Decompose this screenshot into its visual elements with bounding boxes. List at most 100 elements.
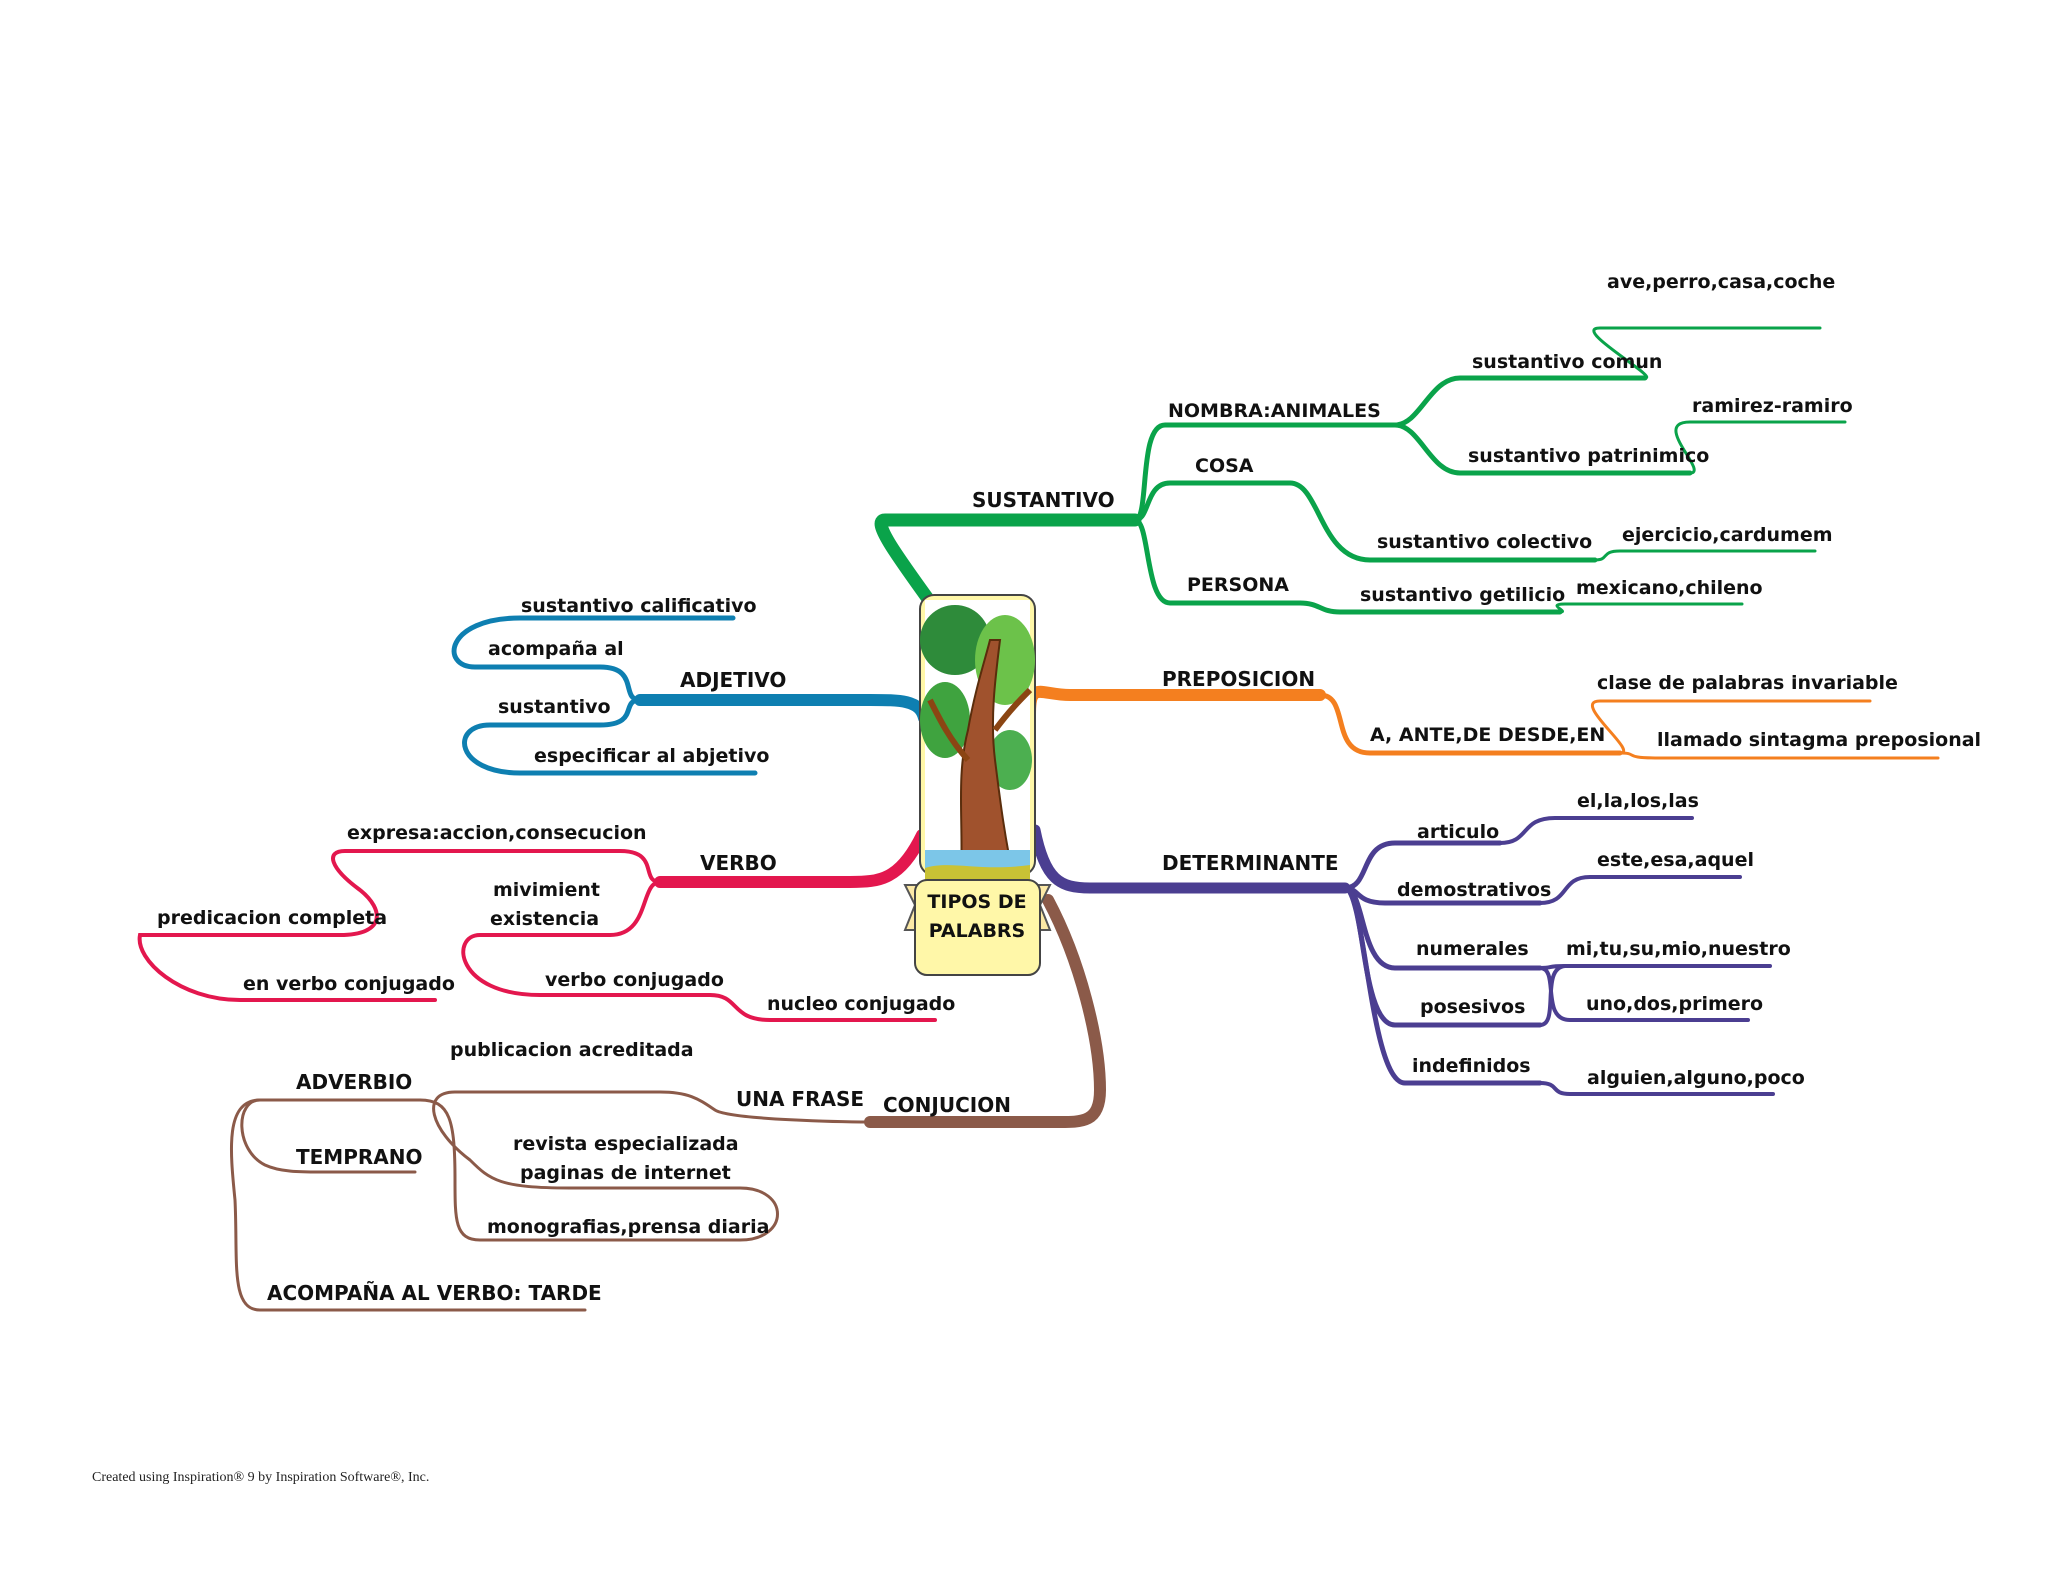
ground-grass bbox=[925, 865, 1030, 882]
link-preposicion-list bbox=[1317, 692, 1623, 756]
node-articulo: articulo bbox=[1417, 821, 1499, 843]
node-verbo-conjugado: verbo conjugado bbox=[545, 969, 724, 991]
link-getilicio-ex bbox=[1555, 602, 1744, 614]
link-sustantivo-cosa bbox=[1132, 480, 1293, 523]
link-frase-adverbio bbox=[229, 1098, 587, 1312]
node-especificar: especificar al abjetivo bbox=[534, 745, 769, 767]
node-demostrativos-example: este,esa,aquel bbox=[1597, 849, 1754, 871]
link-adjetivo-especificar bbox=[462, 697, 758, 776]
node-expresa: expresa:accion,consecucion bbox=[347, 822, 647, 844]
node-monografias: monografias,prensa diaria bbox=[487, 1216, 769, 1238]
node-verbo: VERBO bbox=[700, 851, 777, 875]
node-movimiento-line2: existencia bbox=[490, 908, 599, 930]
node-preposicion: PREPOSICION bbox=[1162, 667, 1315, 691]
node-adverbio: ADVERBIO bbox=[296, 1070, 412, 1094]
link-numerales-mi bbox=[1538, 964, 1772, 970]
link-list-clase bbox=[1590, 699, 1872, 755]
link-sustantivo-persona bbox=[1132, 517, 1303, 606]
node-persona: PERSONA bbox=[1187, 574, 1289, 596]
node-revista: revista especializada bbox=[513, 1133, 739, 1155]
link-comun-ex bbox=[1592, 326, 1822, 380]
node-demostrativos: demostrativos bbox=[1397, 879, 1551, 901]
node-sustantivo: SUSTANTIVO bbox=[972, 488, 1115, 512]
node-patrinimico-example: ramirez-ramiro bbox=[1692, 395, 1853, 417]
link-center-determinante bbox=[1029, 824, 1351, 894]
central-title-line1: TIPOS DE bbox=[927, 891, 1026, 913]
node-preposicion-sintagma: llamado sintagma preposional bbox=[1657, 729, 1981, 751]
tree-trunk bbox=[958, 639, 1017, 886]
node-posesivos: posesivos bbox=[1420, 996, 1525, 1018]
node-sustantivo-calificativo: sustantivo calificativo bbox=[521, 595, 757, 617]
node-cosa: COSA bbox=[1195, 455, 1254, 477]
node-nombra-animales: NOMBRA:ANIMALES bbox=[1168, 400, 1381, 422]
node-en-verbo-conjugado: en verbo conjugado bbox=[243, 973, 455, 995]
node-getilicio-example: mexicano,chileno bbox=[1576, 577, 1763, 599]
link-verbo-existencia bbox=[461, 880, 937, 1022]
node-conjucion: CONJUCION bbox=[883, 1093, 1011, 1117]
foliage-4 bbox=[988, 730, 1032, 790]
foliage-3 bbox=[920, 682, 970, 758]
node-preposicion-clase: clase de palabras invariable bbox=[1597, 672, 1898, 694]
footer-credit: Created using Inspiration® 9 by Inspirat… bbox=[92, 1470, 430, 1485]
node-temprano: TEMPRANO bbox=[296, 1145, 422, 1169]
link-colectivo-ex bbox=[1593, 549, 1817, 562]
central-title-line2: PALABRS bbox=[929, 920, 1026, 942]
link-list-sintagma bbox=[1618, 751, 1940, 760]
node-nucleo-conjugado: nucleo conjugado bbox=[767, 993, 955, 1015]
node-sustantivo-colectivo: sustantivo colectivo bbox=[1377, 531, 1592, 553]
link-persona-getilicio bbox=[1297, 600, 1563, 615]
foliage-1 bbox=[920, 605, 990, 675]
node-indefinidos: indefinidos bbox=[1412, 1055, 1531, 1077]
node-movimiento-line1: mivimient bbox=[493, 879, 600, 901]
branch-conjucion bbox=[229, 894, 1107, 1312]
link-determinante-articulo bbox=[1342, 840, 1503, 891]
link-determinante-indefinidos bbox=[1342, 885, 1543, 1086]
link-posesivos-mi bbox=[1538, 964, 1567, 1027]
link-patrinimico-ex bbox=[1674, 420, 1847, 475]
central-node: TIPOS DE PALABRS bbox=[903, 594, 1052, 976]
node-sustantivo-getilicio: sustantivo getilicio bbox=[1360, 584, 1565, 606]
tree-branch-2 bbox=[992, 687, 1033, 732]
link-conjucion-frase bbox=[240, 1090, 872, 1242]
link-center-preposicion bbox=[1024, 685, 1326, 721]
node-indefinidos-example: alguien,alguno,poco bbox=[1587, 1067, 1805, 1089]
branch-verbo bbox=[137, 829, 937, 1022]
link-adjetivo-acompana bbox=[451, 615, 736, 703]
node-una-frase: UNA FRASE bbox=[736, 1087, 864, 1111]
link-center-conjucion bbox=[864, 894, 1107, 1129]
node-publicacion: publicacion acreditada bbox=[450, 1039, 694, 1061]
node-articulo-example: el,la,los,las bbox=[1577, 790, 1699, 812]
node-predicacion: predicacion completa bbox=[157, 907, 387, 929]
node-sustantivo-patrinimico: sustantivo patrinimico bbox=[1468, 445, 1709, 467]
node-sustantivo-comun: sustantivo comun bbox=[1472, 351, 1662, 373]
node-acompana-al: acompaña al bbox=[488, 638, 624, 660]
branch-sustantivo bbox=[874, 326, 1847, 617]
tree-branch-1 bbox=[927, 698, 971, 763]
node-mi-example: mi,tu,su,mio,nuestro bbox=[1566, 938, 1791, 960]
link-demostrativos-ex bbox=[1538, 875, 1742, 905]
link-cosa-colectivo bbox=[1287, 480, 1598, 563]
label-box bbox=[914, 879, 1041, 976]
link-indefinidos-ex bbox=[1538, 1081, 1775, 1096]
node-acompana-verbo: ACOMPAÑA AL VERBO: TARDE bbox=[267, 1281, 602, 1305]
node-preposicion-list: A, ANTE,DE DESDE,EN bbox=[1370, 724, 1605, 746]
link-nombra-patrinimico bbox=[1392, 422, 1693, 476]
branch-determinante bbox=[1029, 816, 1775, 1096]
link-sustantivo-nombra bbox=[1132, 422, 1398, 523]
node-comun-example: ave,perro,casa,coche bbox=[1607, 271, 1835, 293]
node-paginas: paginas de internet bbox=[520, 1162, 731, 1184]
link-center-verbo bbox=[654, 829, 928, 888]
link-nombra-comun bbox=[1392, 375, 1648, 428]
node-adjetivo-sustantivo: sustantivo bbox=[498, 696, 611, 718]
node-determinante: DETERMINANTE bbox=[1162, 851, 1339, 875]
node-uno-example: uno,dos,primero bbox=[1586, 993, 1763, 1015]
link-articulo-ex bbox=[1498, 816, 1694, 845]
link-center-adjetivo bbox=[634, 694, 930, 724]
node-numerales: numerales bbox=[1416, 938, 1529, 960]
link-verbo-expresa bbox=[137, 849, 662, 1002]
node-adjetivo: ADJETIVO bbox=[680, 668, 786, 692]
link-center-sustantivo bbox=[874, 513, 1142, 617]
node-colectivo-example: ejercicio,cardumem bbox=[1622, 524, 1833, 546]
